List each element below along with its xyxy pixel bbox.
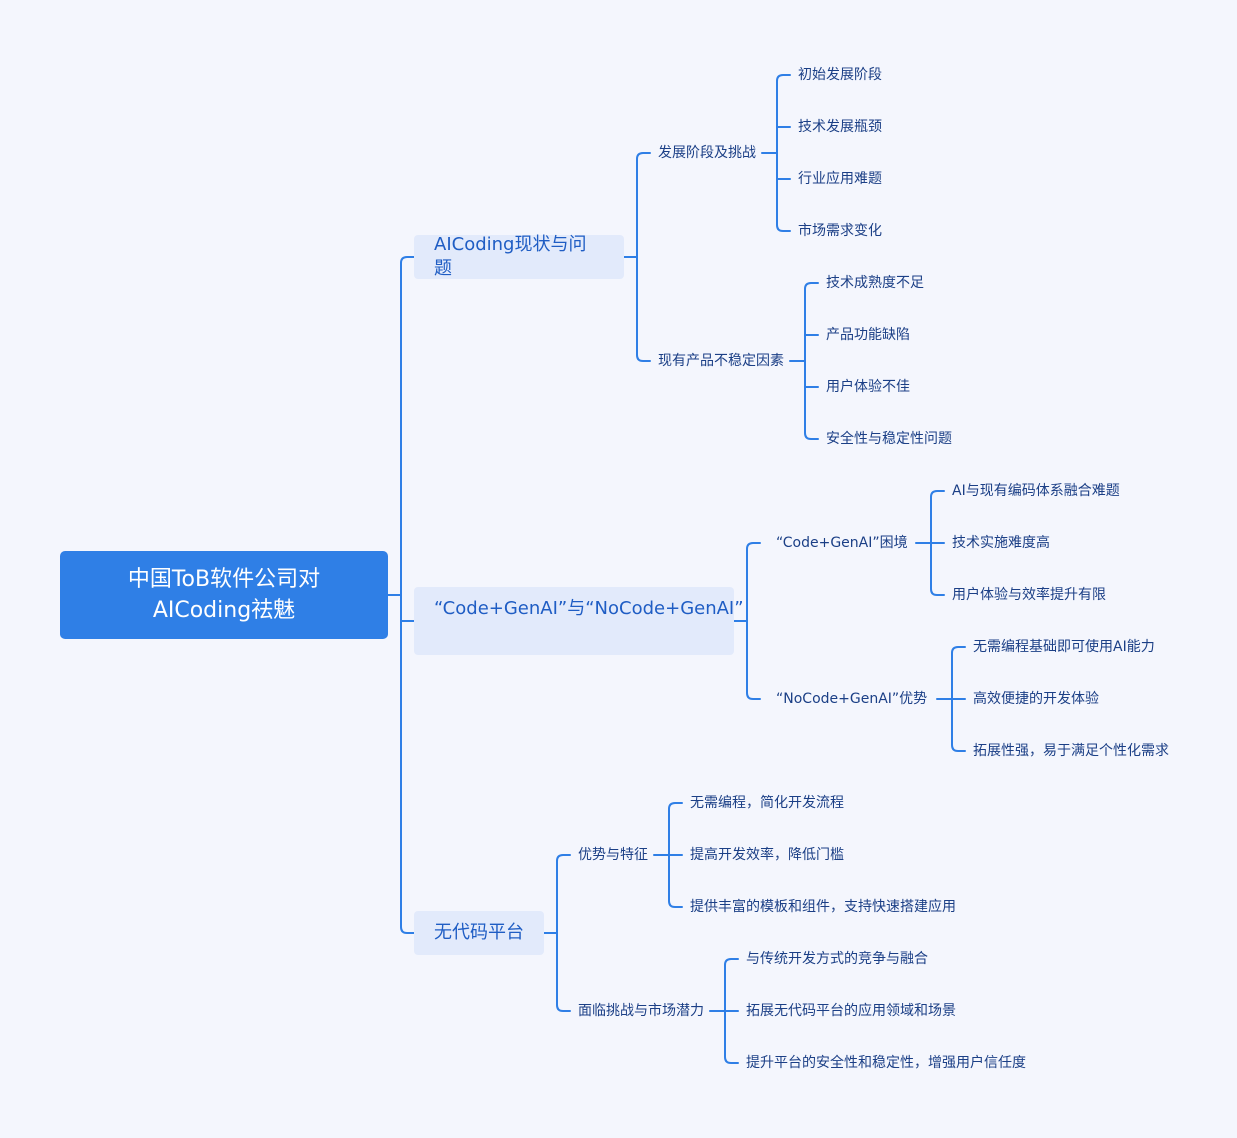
leaf-node[interactable]: 提升平台的安全性和稳定性，增强用户信任度	[746, 1055, 1026, 1071]
root-title-line-2: AICoding祛魅	[152, 598, 296, 623]
connector-line	[804, 282, 819, 440]
branch-no-code-platform[interactable]: 无代码平台	[414, 911, 544, 955]
leaf-node[interactable]: 与传统开发方式的竞争与融合	[746, 951, 928, 967]
leaf-node[interactable]: 高效便捷的开发体验	[973, 691, 1099, 707]
leaf-node[interactable]: 提高开发效率，降低门槛	[690, 847, 844, 863]
leaf-node[interactable]: 用户体验不佳	[826, 379, 910, 395]
leaf-node[interactable]: 市场需求变化	[798, 223, 882, 239]
leaf-node[interactable]: 初始发展阶段	[798, 67, 882, 83]
subtopic-development-stage[interactable]: 发展阶段及挑战	[658, 145, 756, 161]
subtopic-code-genai-dilemma[interactable]: “Code+GenAI”困境	[776, 535, 908, 551]
leaf-node[interactable]: 提供丰富的模板和组件，支持快速搭建应用	[690, 899, 956, 915]
root-node[interactable]: 中国ToB软件公司对 AICoding祛魅	[60, 551, 388, 639]
leaf-node[interactable]: 拓展性强，易于满足个性化需求	[973, 743, 1169, 759]
leaf-node[interactable]: 行业应用难题	[798, 171, 882, 187]
connector-line	[746, 542, 761, 700]
connector-line	[636, 152, 651, 362]
connector-line	[556, 854, 571, 1012]
leaf-node[interactable]: 技术实施难度高	[952, 535, 1050, 551]
subtopic-unstable-factors[interactable]: 现有产品不稳定因素	[658, 353, 784, 369]
leaf-node[interactable]: 无需编程基础即可使用AI能力	[973, 639, 1155, 655]
leaf-node[interactable]: AI与现有编码体系融合难题	[952, 483, 1120, 499]
leaf-node[interactable]: 拓展无代码平台的应用领域和场景	[746, 1003, 956, 1019]
root-title-line-1: 中国ToB软件公司对	[127, 567, 321, 592]
branch-ai-coding-status[interactable]: AICoding现状与问题	[414, 234, 624, 279]
subtopic-advantages-features[interactable]: 优势与特征	[578, 847, 648, 863]
branch-label: 无代码平台	[434, 922, 524, 943]
connector-line	[776, 74, 791, 232]
leaf-node[interactable]: 技术发展瓶颈	[798, 119, 882, 135]
connector-line	[400, 256, 415, 934]
branch-label: AICoding现状与问题	[434, 234, 587, 279]
subtopic-challenges-potential[interactable]: 面临挑战与市场潜力	[578, 1003, 704, 1019]
leaf-node[interactable]: 无需编程，简化开发流程	[690, 795, 844, 811]
leaf-node[interactable]: 用户体验与效率提升有限	[952, 587, 1106, 603]
leaf-node[interactable]: 产品功能缺陷	[826, 327, 910, 343]
branch-label: “Code+GenAI”与“NoCode+GenAI”	[434, 598, 744, 619]
subtopic-nocode-genai-advantage[interactable]: “NoCode+GenAI”优势	[776, 691, 928, 707]
leaf-node[interactable]: 技术成熟度不足	[826, 275, 924, 291]
leaf-node[interactable]: 安全性与稳定性问题	[826, 431, 952, 447]
branch-code-vs-nocode[interactable]: “Code+GenAI”与“NoCode+GenAI”	[414, 587, 744, 655]
